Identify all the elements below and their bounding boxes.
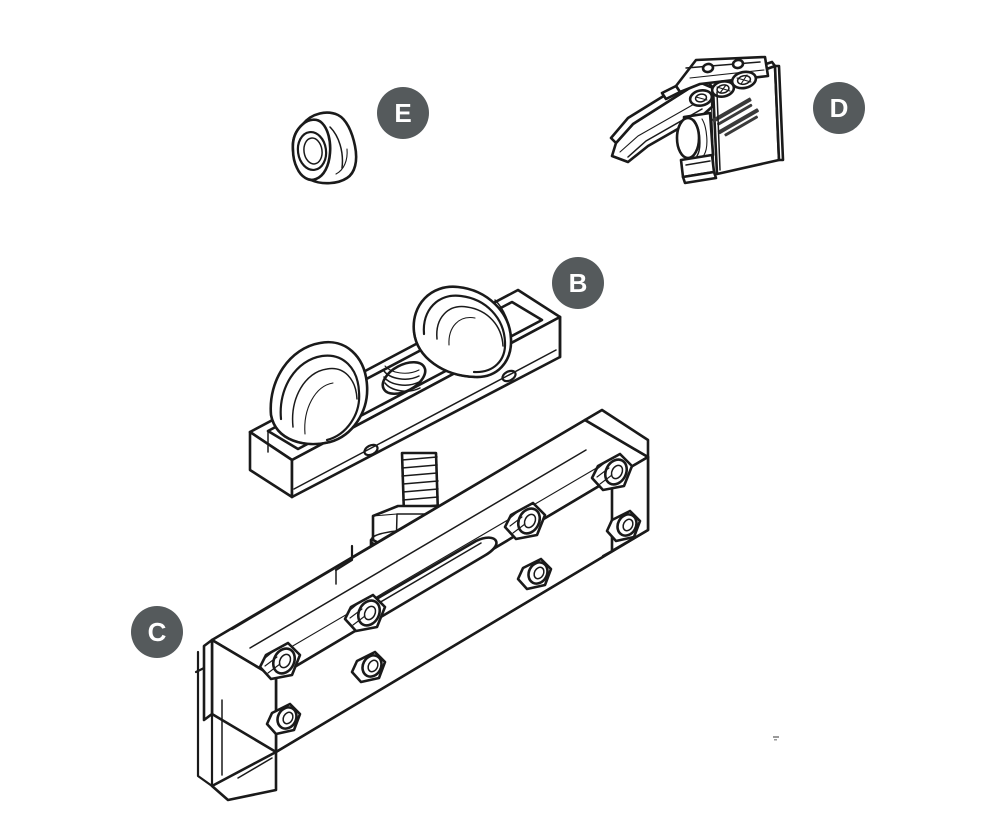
callout-badge-e[interactable]: E (377, 87, 429, 139)
callout-label-b: B (568, 268, 588, 298)
part-d-fastener-heads (688, 70, 758, 107)
part-c-mounting-rail (194, 408, 779, 802)
part-b-roller-right (412, 285, 513, 379)
callout-badge-c[interactable]: C (131, 606, 183, 658)
callout-label-e: E (394, 98, 412, 128)
part-d-embossed-label (712, 97, 759, 137)
part-b-roller-left (269, 340, 369, 446)
part-d-bracket-clamp (609, 55, 785, 185)
part-c-studs-front (265, 509, 642, 736)
callout-label-d: D (829, 93, 849, 123)
part-c-threaded-studs-back (258, 452, 634, 681)
part-e-bushing-grommet (291, 111, 358, 185)
callout-label-c: C (147, 617, 167, 647)
callout-badge-d[interactable]: D (813, 82, 865, 134)
callout-badge-b[interactable]: B (552, 257, 604, 309)
part-b-threaded-bore (381, 360, 427, 396)
